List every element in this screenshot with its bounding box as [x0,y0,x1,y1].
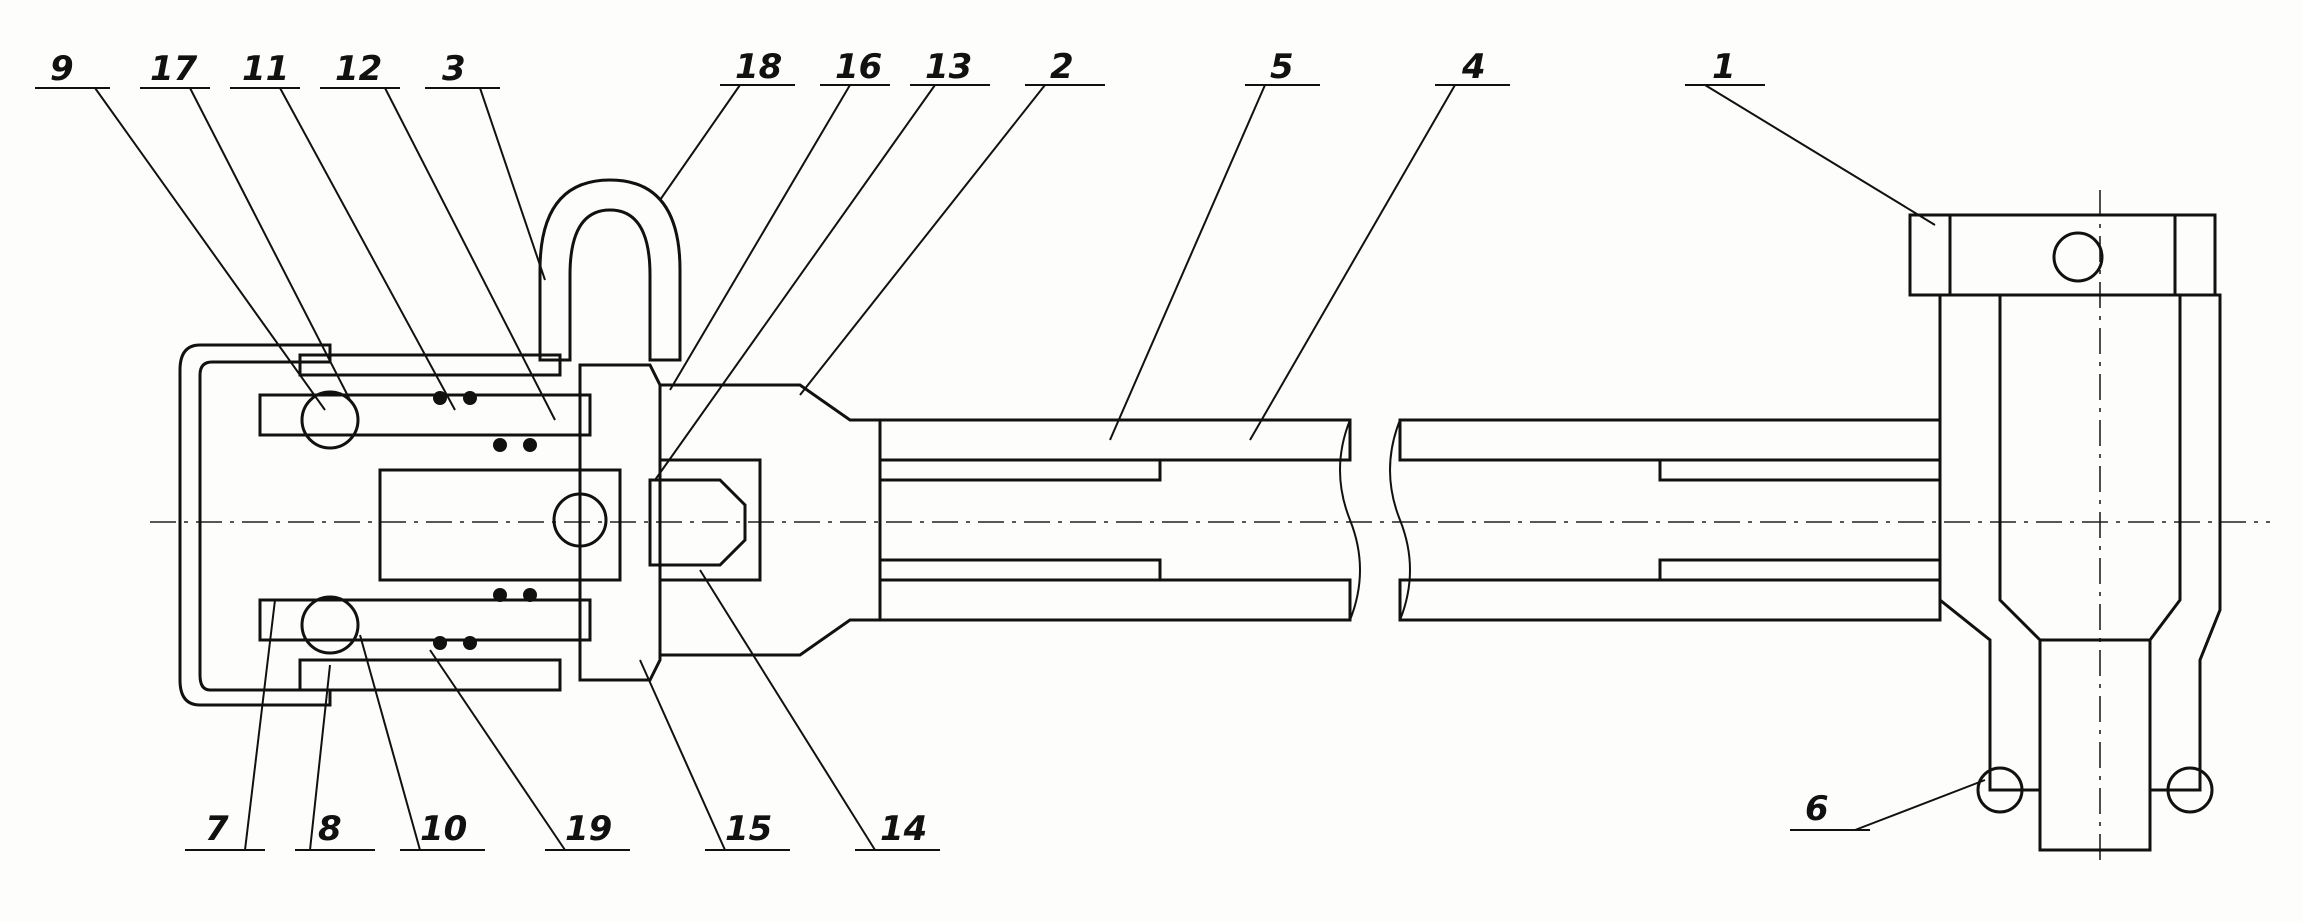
elbow-wall-left [1938,293,2042,792]
hex-nut [578,363,662,682]
callout-4: 4 [1461,47,1486,87]
callout-1: 1 [1712,47,1736,87]
elbow-outlet [2038,638,2152,852]
check-valve [648,478,747,567]
callout-labels: 9 17 11 12 3 18 16 13 2 5 4 1 7 8 10 19 … [50,47,1829,849]
callout-5: 5 [1270,47,1294,87]
callout-11: 11 [242,49,289,89]
handle-loop [538,178,682,362]
elbow-fitting [1908,190,2222,860]
callout-2: 2 [1050,47,1074,87]
callout-12: 12 [335,49,382,89]
nipple-right-bottom [1658,558,1942,582]
elbow-head-left [1908,213,1952,297]
break-line-right [1389,419,1411,621]
oring-right [2166,766,2214,814]
elbow-wall-right [2148,293,2222,792]
callout-10: 10 [420,809,467,849]
hose-left-bottom [878,578,1352,622]
outer-sleeve-top [298,353,562,377]
nipple-left-top [878,458,1162,482]
callout-13: 13 [925,47,972,87]
outer-sleeve-bottom [298,658,562,692]
inner-body-bottom [258,598,592,642]
elbow-head [1908,213,2217,297]
callout-15: 15 [725,809,772,849]
callout-9: 9 [50,49,74,89]
hose-right-bottom [1398,578,1942,622]
elbow-head-right [2173,213,2217,297]
break-line-left [1339,419,1361,621]
nipple-left-bottom [878,558,1162,582]
callout-18: 18 [735,47,782,87]
ball-bottom [300,595,360,655]
callout-6: 6 [1805,789,1829,829]
hose-right-top [1398,418,1942,462]
coupling-assembly [178,178,882,707]
callout-3: 3 [442,49,466,89]
fitting-cavity [658,458,762,582]
callout-14: 14 [880,809,927,849]
nipple-right-top [1658,458,1942,482]
leader-lines [35,84,1986,851]
callout-8: 8 [318,809,342,849]
callout-19: 19 [565,809,612,849]
elbow-head-hole [2052,231,2104,283]
callout-16: 16 [835,47,882,87]
valve-bore [378,468,622,582]
rubber-cap [178,343,332,707]
oring-left [1976,766,2024,814]
callout-7: 7 [205,809,229,849]
spring-coils [433,391,537,650]
inner-body-top [258,393,592,437]
callout-17: 17 [150,49,198,89]
hose-assembly [878,418,1942,622]
hose-left-top [878,418,1352,462]
ball-top [300,390,360,450]
